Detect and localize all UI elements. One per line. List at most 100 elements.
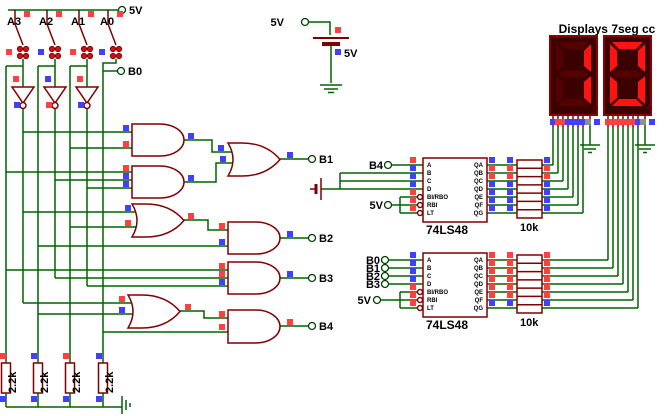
terminal-5v-chip2[interactable] — [372, 295, 382, 305]
or-gate-b1[interactable] — [226, 142, 281, 177]
terminal-b0[interactable] — [116, 66, 126, 76]
b0-label: B0 — [128, 66, 142, 78]
state-indicator — [219, 324, 225, 330]
state-indicator — [507, 260, 513, 266]
state-indicator — [575, 119, 581, 125]
battery-value-label: 5V — [344, 48, 358, 60]
and-gate-b2[interactable] — [227, 221, 281, 255]
state-indicator — [544, 260, 550, 266]
battery-5v[interactable] — [313, 37, 349, 46]
terminal-b0-chip2[interactable] — [380, 255, 390, 265]
ground-symbol-battery[interactable] — [320, 84, 342, 94]
terminal-b3-chip2[interactable] — [380, 279, 390, 289]
state-indicator — [410, 284, 416, 290]
pin-label: LT — [427, 211, 434, 217]
state-indicator — [544, 181, 550, 187]
and-gate-b3[interactable] — [227, 261, 281, 295]
state-indicator — [6, 49, 12, 55]
ground-symbol-display2[interactable] — [635, 144, 655, 154]
state-indicator — [220, 156, 226, 162]
ground-symbol-pulldowns[interactable] — [121, 396, 131, 414]
b1-label: B1 — [319, 154, 333, 166]
resistor-network-1[interactable]: 10k — [516, 159, 543, 234]
state-indicator — [580, 119, 586, 125]
terminal-5v-battery[interactable] — [300, 17, 310, 27]
state-indicator — [544, 276, 550, 282]
switch-a0[interactable] — [107, 10, 123, 60]
pin-label: LT — [427, 306, 434, 312]
state-indicator — [410, 260, 416, 266]
state-indicator — [410, 268, 416, 274]
state-indicator — [219, 239, 225, 245]
battery-terminal-label: 5V — [271, 17, 285, 29]
decimal-point — [646, 105, 652, 111]
inverter-3[interactable] — [74, 86, 100, 110]
state-indicator — [507, 205, 513, 211]
seven-segment-display-1[interactable] — [549, 35, 598, 127]
chip-name: 74LS48 — [426, 318, 468, 332]
state-indicator — [13, 76, 19, 82]
pulldown-resistor-2[interactable]: 2.2k — [32, 362, 52, 394]
resistor-value: 2.2k — [39, 371, 51, 393]
pin-label: QG — [474, 211, 484, 217]
segment-b — [584, 44, 591, 72]
pulldown-resistor-1[interactable]: 2.2k — [0, 362, 20, 394]
state-indicator — [625, 119, 631, 125]
terminal-b1-chip2[interactable] — [380, 263, 390, 273]
state-indicator — [410, 189, 416, 195]
terminal-b2-chip2[interactable] — [380, 271, 390, 281]
cell-symbol[interactable] — [310, 178, 322, 200]
pulldown-resistor-4[interactable]: 2.2k — [97, 362, 117, 394]
state-indicator — [410, 165, 416, 171]
and-gate-2[interactable] — [131, 165, 185, 199]
terminal-5v-chip1[interactable] — [383, 200, 393, 210]
inverter-2[interactable] — [42, 86, 68, 110]
switch-a1[interactable] — [78, 10, 94, 60]
terminal-b1[interactable] — [307, 154, 317, 164]
state-indicator — [507, 268, 513, 274]
decoder-chip-1[interactable]: A B C D BI/RBO RBI LT QA QB QC QD QE QF … — [416, 157, 488, 237]
terminal-b3[interactable] — [307, 273, 317, 283]
state-indicator — [489, 197, 495, 203]
switch-a2[interactable] — [46, 10, 62, 60]
or-gate-3[interactable] — [126, 294, 181, 329]
state-indicator — [565, 119, 571, 125]
or-gate-2[interactable] — [130, 203, 185, 238]
terminal-b4[interactable] — [307, 321, 317, 331]
state-indicator — [544, 205, 550, 211]
state-indicator — [544, 189, 550, 195]
pin-label: QF — [475, 298, 484, 304]
terminal-b2[interactable] — [307, 233, 317, 243]
seven-segment-display-2[interactable] — [603, 35, 652, 127]
rail-5v-label: 5V — [129, 5, 143, 17]
and-gate-b4[interactable] — [227, 309, 281, 344]
pulldown-resistor-3[interactable]: 2.2k — [64, 362, 84, 394]
state-indicator — [123, 141, 129, 147]
state-indicator — [78, 102, 84, 108]
state-indicator — [507, 197, 513, 203]
state-indicator — [46, 102, 52, 108]
state-indicator — [649, 119, 655, 125]
resistor-value: 2.2k — [104, 371, 116, 393]
state-indicator — [489, 260, 495, 266]
terminal-b4-chip1[interactable] — [383, 160, 393, 170]
segment-a — [558, 42, 589, 49]
decoder-chip-2[interactable]: A B C D BI/RBO RBI LT QA QB QC QD QE QF … — [416, 252, 488, 332]
state-indicator — [489, 268, 495, 274]
pin-label: B — [427, 266, 432, 272]
state-indicator — [410, 181, 416, 187]
state-indicator — [544, 292, 550, 298]
ground-symbol-display1[interactable] — [580, 144, 600, 154]
state-indicator — [31, 353, 37, 359]
state-indicator — [620, 119, 626, 125]
state-indicator — [219, 279, 225, 285]
and-gate-1[interactable] — [131, 123, 185, 157]
state-indicator — [410, 292, 416, 298]
switch-a3[interactable] — [14, 10, 30, 60]
state-indicator — [38, 49, 44, 55]
chip1-b4-label: B4 — [369, 160, 384, 172]
resistor-network-2[interactable]: 10k — [516, 254, 543, 329]
segment-e — [556, 76, 563, 104]
state-indicator — [489, 252, 495, 258]
